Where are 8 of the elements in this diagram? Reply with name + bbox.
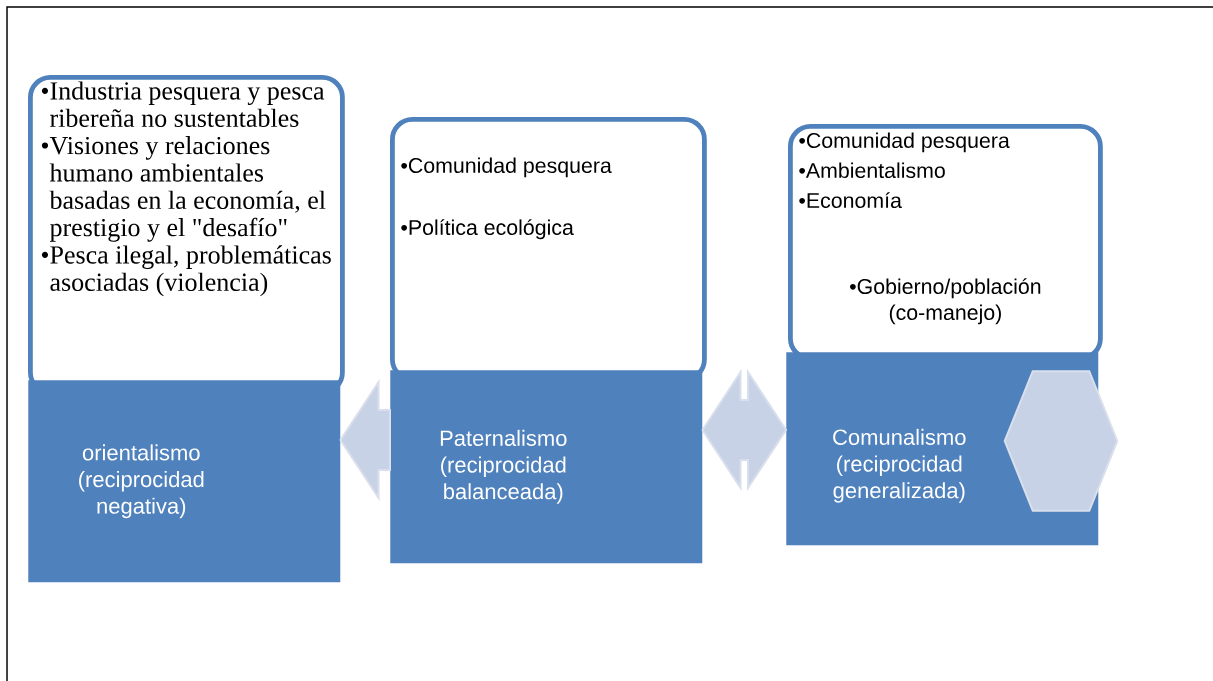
label-box: orientalismo (reciprocidad negativa) [28, 380, 341, 583]
text-box: •Comunidad pesquera •Política ecológica [390, 117, 707, 382]
block-arrow [339, 378, 391, 502]
text-box: •Industria pesquera y pesca ribereña no sustentables •Visiones y relaciones humano ambientales basadas en la economía, el prestigio y el "desafío" •Pesca ilegal, problemáticas asociadas (violencia) [28, 75, 345, 395]
text-box: •Comunidad pesquera •Ambientalismo •Economía •Gobierno/población (co-manejo) [788, 124, 1103, 361]
hexagon [1003, 370, 1119, 512]
label-box: Paternalismo (reciprocidad balanceada) [390, 370, 703, 564]
block-arrow [701, 368, 788, 492]
